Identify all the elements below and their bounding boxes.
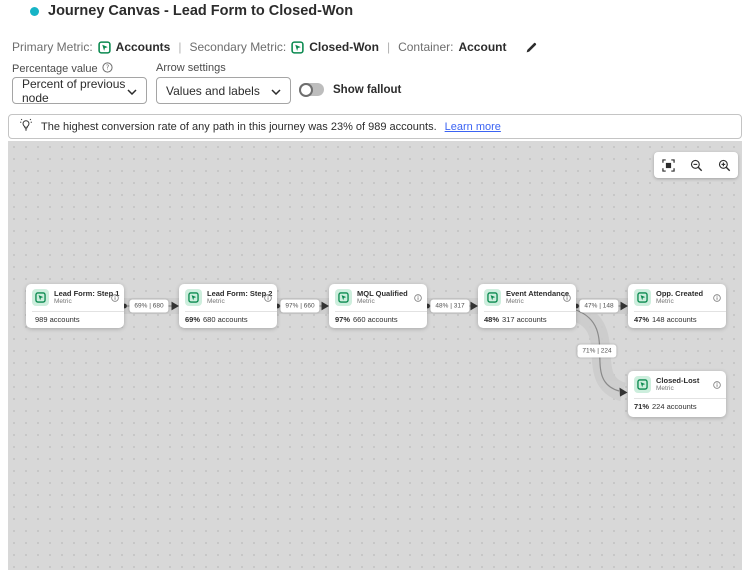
toggle-track[interactable] <box>299 82 324 97</box>
status-dot <box>30 7 39 16</box>
edge-label: 71% | 224 <box>577 344 617 358</box>
primary-metric-value: Accounts <box>115 40 171 54</box>
edge-label: 48% | 317 <box>430 299 470 313</box>
info-icon[interactable] <box>713 289 721 307</box>
page-header: Journey Canvas - Lead Form to Closed-Won <box>0 0 750 24</box>
journey-node-lead-form-step-1[interactable]: Lead Form: Step 1 Metric 989 accounts <box>26 284 124 328</box>
edge-label: 47% | 148 <box>579 299 619 313</box>
node-title: Event Attendance <box>506 289 570 298</box>
percentage-value-selected: Percent of previous node <box>22 76 126 105</box>
info-icon[interactable] <box>111 289 119 307</box>
node-value: 148 accounts <box>652 315 697 324</box>
metric-icon <box>97 40 111 54</box>
node-title: MQL Qualified <box>357 289 408 298</box>
node-value: 224 accounts <box>652 402 697 411</box>
page-title: Journey Canvas - Lead Form to Closed-Won <box>48 3 354 19</box>
edge-label: 69% | 680 <box>129 299 169 313</box>
node-value: 680 accounts <box>203 315 248 324</box>
insight-text: The highest conversion rate of any path … <box>41 120 437 133</box>
show-fallout-toggle[interactable]: Show fallout <box>299 82 402 97</box>
show-fallout-label: Show fallout <box>333 83 402 96</box>
container-label: Container: <box>398 40 454 54</box>
node-value: 317 accounts <box>502 315 547 324</box>
journey-node-mql-qualified[interactable]: MQL Qualified Metric 97% 660 accounts <box>329 284 427 328</box>
node-percent: 48% <box>484 315 500 324</box>
info-icon[interactable] <box>713 376 721 394</box>
learn-more-link[interactable]: Learn more <box>444 120 501 133</box>
arrow-settings-selected: Values and labels <box>166 83 260 98</box>
percentage-value-label-text: Percentage value <box>12 63 98 75</box>
node-title: Lead Form: Step 2 <box>207 289 273 298</box>
secondary-metric-value: Closed-Won <box>309 40 379 54</box>
node-percent: 47% <box>634 315 650 324</box>
arrow-settings-dropdown[interactable]: Values and labels <box>156 77 291 104</box>
info-icon[interactable] <box>414 289 422 307</box>
metric-icon <box>335 289 352 306</box>
insight-banner: The highest conversion rate of any path … <box>8 114 742 139</box>
divider <box>634 311 726 312</box>
svg-text:?: ? <box>105 64 109 72</box>
percentage-value-dropdown[interactable]: Percent of previous node <box>12 76 147 105</box>
metric-icon <box>291 40 304 54</box>
node-subtitle: Metric <box>656 298 674 305</box>
chevron-down-icon <box>271 84 281 98</box>
journey-node-event-attendance[interactable]: Event Attendance Metric 48% 317 accounts <box>478 284 576 328</box>
journey-canvas[interactable]: Lead Form: Step 1 Metric 989 accounts Le… <box>8 141 742 570</box>
divider <box>335 311 427 312</box>
chevron-down-icon <box>127 84 137 98</box>
node-percent: 71% <box>634 402 650 411</box>
separator: | <box>178 40 182 54</box>
arrow-settings-label: Arrow settings <box>156 62 226 74</box>
edit-pencil-icon[interactable] <box>525 41 538 54</box>
divider <box>185 311 277 312</box>
metric-icon <box>32 289 49 306</box>
info-icon[interactable] <box>563 289 571 307</box>
secondary-metric-label: Secondary Metric: <box>189 40 287 54</box>
journey-node-closed-lost[interactable]: Closed-Lost Metric 71% 224 accounts <box>628 371 726 417</box>
divider <box>634 398 726 399</box>
canvas-zoom-toolbar <box>654 152 738 178</box>
node-title: Opp. Created <box>656 289 704 298</box>
node-subtitle: Metric <box>656 385 674 392</box>
node-subtitle: Metric <box>54 298 72 305</box>
fit-to-screen-button[interactable] <box>657 154 679 176</box>
help-icon[interactable]: ? <box>102 62 113 76</box>
divider <box>32 311 124 312</box>
arrow-settings-label-text: Arrow settings <box>156 62 226 74</box>
edges-layer <box>122 298 628 402</box>
node-subtitle: Metric <box>357 298 375 305</box>
metric-icon <box>634 376 651 393</box>
node-subtitle: Metric <box>207 298 225 305</box>
node-title: Lead Form: Step 1 <box>54 289 120 298</box>
percentage-value-label: Percentage value ? <box>12 62 113 76</box>
toggle-knob[interactable] <box>299 82 313 97</box>
primary-metric-label: Primary Metric: <box>12 40 93 54</box>
separator: | <box>386 40 391 54</box>
zoom-in-button[interactable] <box>713 154 735 176</box>
metric-icon <box>634 289 651 306</box>
node-percent: 69% <box>185 315 201 324</box>
metric-icon <box>484 289 501 306</box>
edge-label: 97% | 660 <box>280 299 320 313</box>
container-value: Account <box>458 40 507 54</box>
node-value: 989 accounts <box>35 315 80 324</box>
node-subtitle: Metric <box>506 298 524 305</box>
metric-icon <box>185 289 202 306</box>
lightbulb-icon <box>19 118 33 135</box>
journey-node-opp-created[interactable]: Opp. Created Metric 47% 148 accounts <box>628 284 726 328</box>
node-value: 660 accounts <box>353 315 398 324</box>
node-percent: 97% <box>335 315 351 324</box>
divider <box>484 311 576 312</box>
journey-node-lead-form-step-2[interactable]: Lead Form: Step 2 Metric 69% 680 account… <box>179 284 277 328</box>
info-icon[interactable] <box>264 289 272 307</box>
zoom-out-button[interactable] <box>685 154 707 176</box>
node-title: Closed-Lost <box>656 376 700 385</box>
metrics-bar: Primary Metric: Accounts | Secondary Met… <box>12 39 538 55</box>
